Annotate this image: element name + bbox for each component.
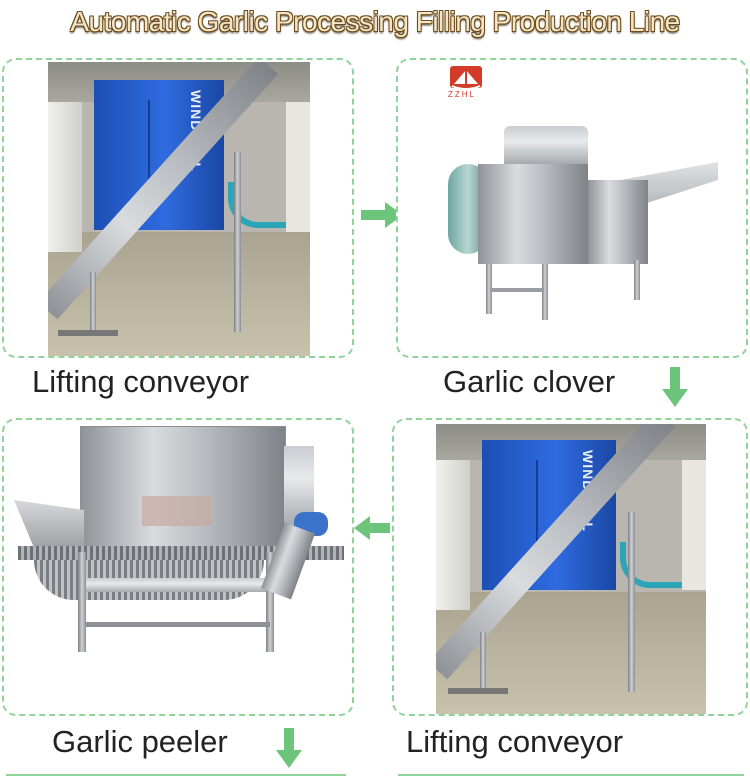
caption-garlic-peeler: Garlic peeler <box>52 724 228 759</box>
card-lifting-conveyor-2: WINDBELL <box>392 418 748 716</box>
caption-lifting-conveyor-2: Lifting conveyor <box>406 724 624 759</box>
card-lifting-conveyor-1: WINDBELL <box>2 58 354 358</box>
logo-text: ZZHL <box>448 90 476 99</box>
card-garlic-clover: ZZHL <box>396 58 748 358</box>
brand-logo-icon <box>450 66 482 90</box>
divider-left <box>6 774 346 776</box>
arrow-right-icon <box>361 202 403 228</box>
arrow-down-icon <box>662 367 688 407</box>
caption-lifting-conveyor-1: Lifting conveyor <box>32 364 250 399</box>
arrow-left-icon <box>354 516 390 540</box>
arrow-down-icon-2 <box>276 728 302 768</box>
caption-garlic-clover: Garlic clover <box>443 364 616 399</box>
garlic-clove-machine <box>438 120 718 320</box>
compressor-unit-2: WINDBELL <box>482 440 616 590</box>
page-title: Automatic Garlic Processing Filling Prod… <box>70 6 680 37</box>
divider-right <box>398 774 744 776</box>
card-garlic-peeler <box>2 418 354 716</box>
garlic-peeler-machine <box>14 426 344 666</box>
photo-lifting-conveyor-1: WINDBELL <box>48 62 310 356</box>
photo-lifting-conveyor-2: WINDBELL <box>436 424 706 714</box>
